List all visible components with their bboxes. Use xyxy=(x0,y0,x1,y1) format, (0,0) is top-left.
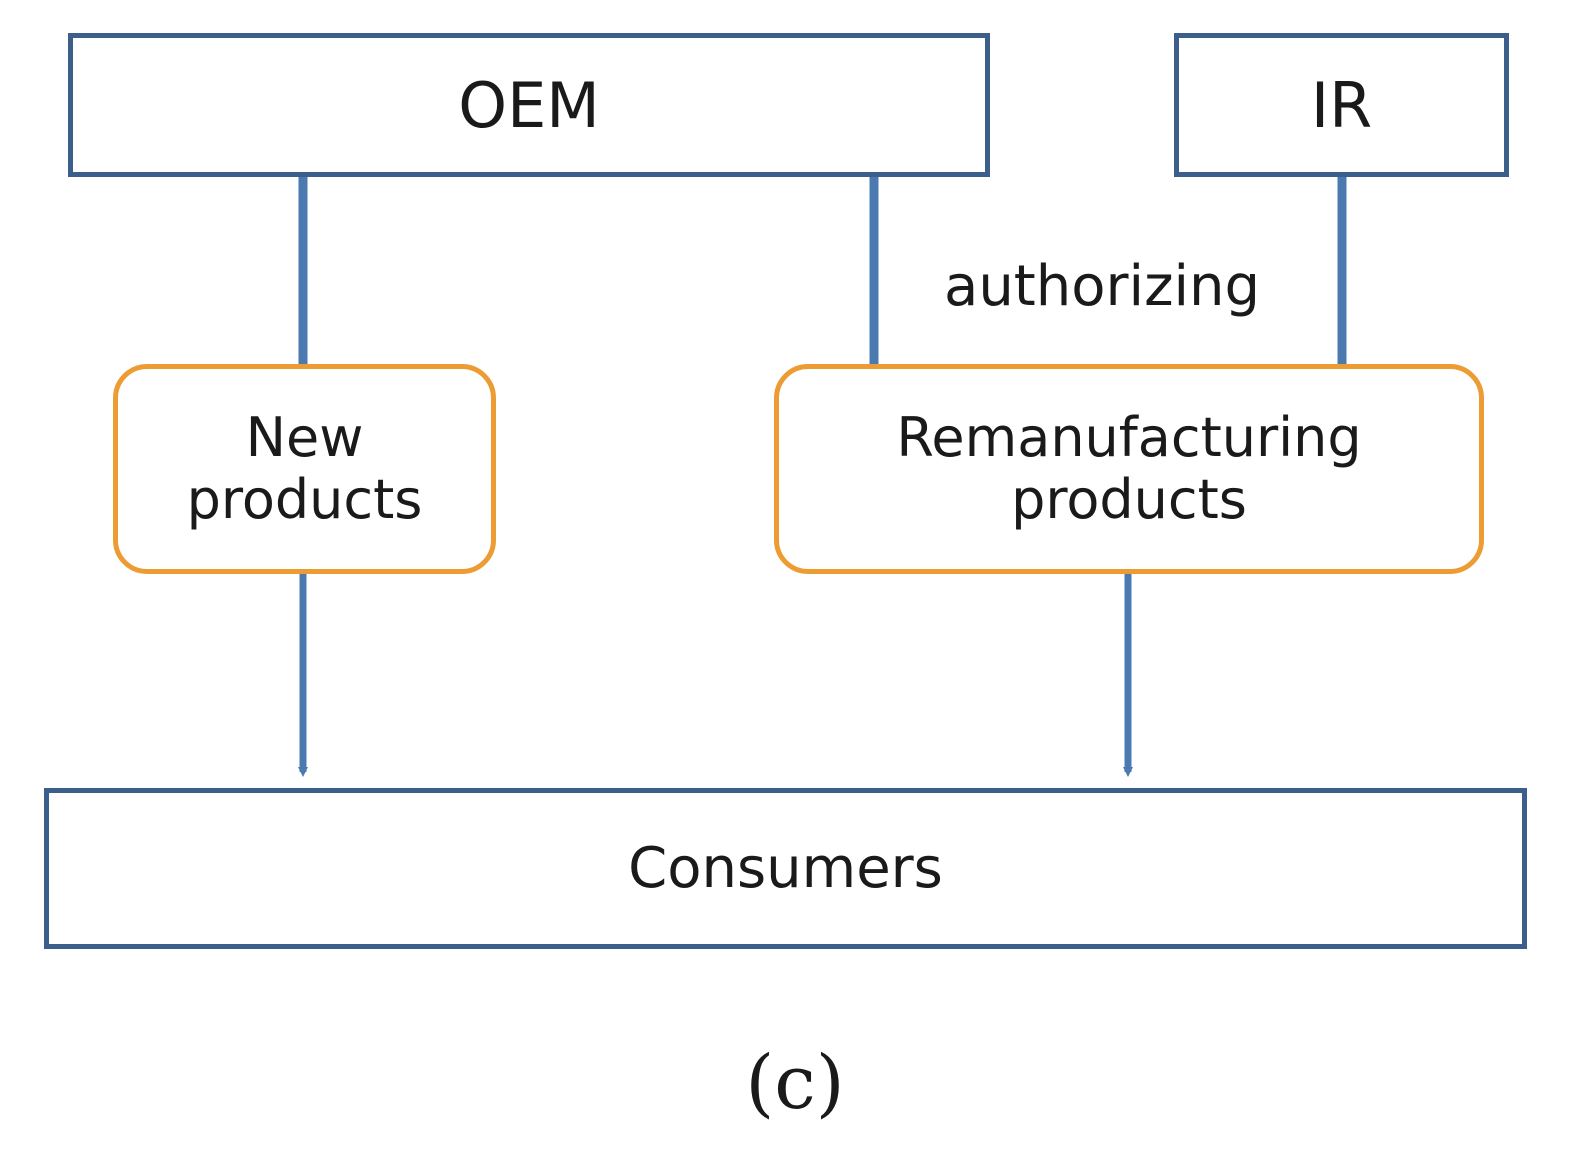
figure-caption: (c) xyxy=(745,1040,845,1126)
node-oem-label: OEM xyxy=(458,68,600,142)
node-new-products-label-line1: New xyxy=(245,405,364,469)
node-remanufacturing-products: Remanufacturing products xyxy=(774,364,1484,574)
node-oem: OEM xyxy=(68,33,990,177)
node-ir-label: IR xyxy=(1310,68,1373,142)
node-consumers: Consumers xyxy=(44,788,1527,949)
node-new-products: New products xyxy=(113,364,496,574)
node-new-products-label-line2: products xyxy=(186,468,423,531)
node-remanufacturing-products-label: Remanufacturing products xyxy=(896,405,1362,531)
node-ir: IR xyxy=(1174,33,1509,177)
node-consumers-label: Consumers xyxy=(628,836,943,901)
node-remanufacturing-products-label-line1: Remanufacturing xyxy=(896,405,1362,469)
node-new-products-label: New products xyxy=(186,405,423,531)
edge-label-authorizing: authorizing xyxy=(944,254,1261,319)
node-remanufacturing-products-label-line2: products xyxy=(1011,468,1247,531)
